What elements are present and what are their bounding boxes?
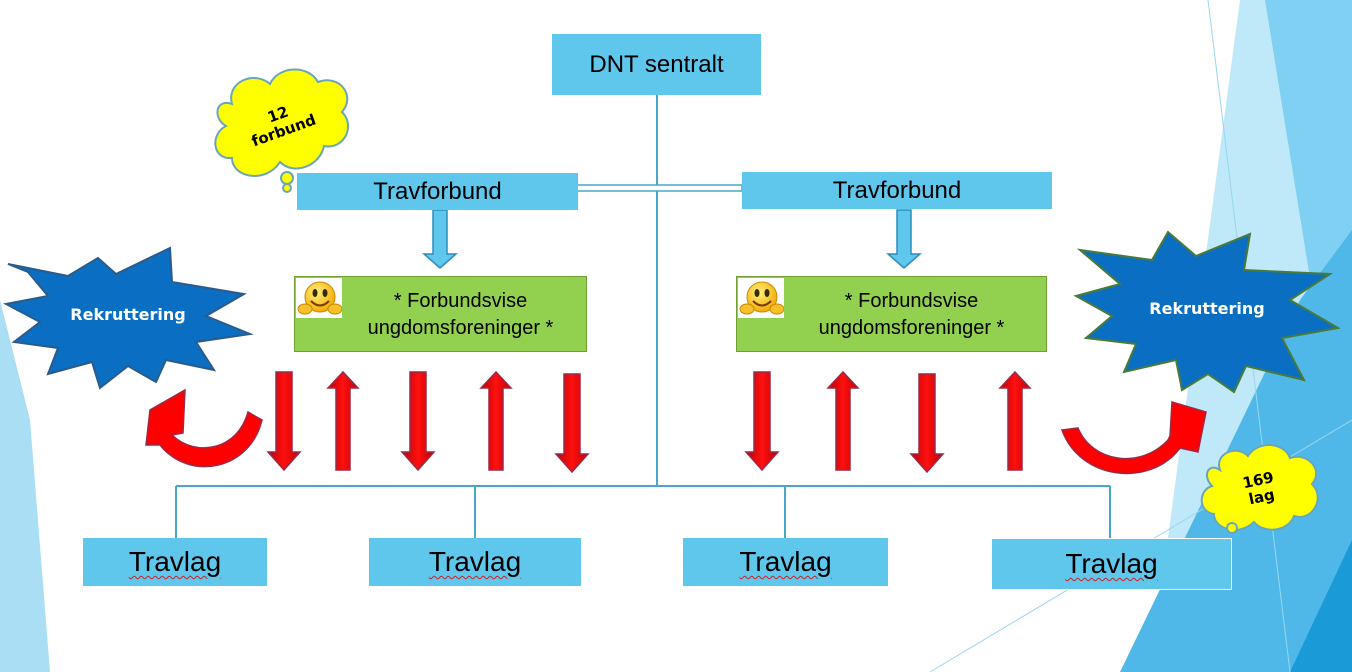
travforbund-box-right: Travforbund <box>742 172 1052 209</box>
red-up-arrow <box>479 370 513 471</box>
travlag-box-4: Travlag <box>991 538 1232 590</box>
ungdomsforening-label: * Forbundsvise ungdomsforeninger * <box>818 290 1005 339</box>
travlag-label: Travlag <box>1065 548 1158 579</box>
travforbund-label: Travforbund <box>832 176 962 204</box>
travlag-box-2: Travlag <box>369 538 581 586</box>
cloud-right <box>1200 444 1319 534</box>
red-up-arrow <box>998 370 1032 471</box>
travlag-label: Travlag <box>739 546 832 577</box>
rekruttering-label-right: Rekruttering <box>1149 299 1265 318</box>
smiley-icon <box>296 278 342 318</box>
red-down-arrow <box>909 373 945 474</box>
travlag-label: Travlag <box>428 546 522 577</box>
ungdomsforening-label: * Forbundsvise ungdomsforeninger * <box>367 290 554 339</box>
red-down-arrow <box>266 371 302 472</box>
travforbund-box-left: Travforbund <box>297 173 578 210</box>
red-arrows-left <box>266 370 590 474</box>
red-down-arrow <box>744 371 780 472</box>
red-up-arrow <box>326 370 360 471</box>
down-arrow-left <box>422 209 458 269</box>
down-arrow-right <box>886 209 922 269</box>
red-up-arrow <box>826 370 860 471</box>
travlag-box-3: Travlag <box>683 538 888 586</box>
red-arrows-right <box>744 370 1032 474</box>
ungdomsforening-box-left: * Forbundsvise ungdomsforeninger * <box>294 276 587 352</box>
starburst-left <box>3 246 254 390</box>
rekruttering-label-left: Rekruttering <box>70 305 186 324</box>
dnt-sentralt-label: DNT sentralt <box>589 50 724 78</box>
travlag-label: Travlag <box>128 546 222 577</box>
starburst-right <box>1073 230 1341 394</box>
dnt-sentralt-box: DNT sentralt <box>552 34 761 95</box>
cloud-left <box>214 68 349 193</box>
curved-arrow-right <box>1060 401 1207 475</box>
travlag-box-1: Travlag <box>83 538 267 586</box>
curved-arrow-left <box>145 388 263 468</box>
smiley-icon <box>738 278 784 318</box>
red-down-arrow <box>554 373 590 474</box>
travforbund-label: Travforbund <box>373 177 502 205</box>
red-down-arrow <box>400 371 436 472</box>
ungdomsforening-box-right: * Forbundsvise ungdomsforeninger * <box>736 276 1047 352</box>
